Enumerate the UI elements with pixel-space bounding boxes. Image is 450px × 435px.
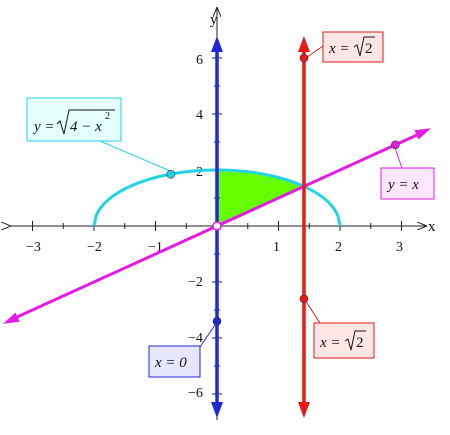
semicircle-label-radicand: 4 − x: [70, 119, 102, 135]
y-tick-label: 2: [196, 165, 203, 180]
line-yx-label-box: y = x: [380, 167, 435, 200]
marked-point: [299, 53, 309, 63]
vline-top-label-radicand: 2: [365, 41, 373, 57]
x-tick-label: −2: [87, 240, 102, 255]
x-tick-label: 2: [335, 240, 342, 255]
marked-point: [391, 140, 400, 150]
y-tick-label: −2: [188, 275, 203, 290]
line-y-equals-x-arrow-end: [414, 128, 432, 140]
x-tick-label: 1: [273, 240, 280, 255]
marked-point: [212, 221, 222, 231]
semicircle-label-box: y = 4 − x 2: [26, 97, 122, 142]
marked-point: [212, 316, 222, 326]
axis-x0-label: x = 0: [154, 355, 187, 371]
line-y-equals-x-arrow-start: [2, 312, 20, 324]
vline-bottom-label-lhs: x =: [319, 335, 341, 351]
radical-sign-icon: [353, 36, 375, 57]
semicircle-label-lhs: y =: [32, 119, 55, 135]
line-x-equals-0-arrow-top: [211, 36, 223, 52]
axis-x0-label-leader: [199, 321, 218, 348]
y-tick-label: 6: [196, 53, 203, 68]
marked-point: [166, 169, 176, 179]
semicircle-label-leader: [99, 140, 176, 174]
shaded-region: [216, 169, 305, 227]
line-x-equals-0-arrow-bottom: [211, 402, 223, 418]
marked-point: [299, 294, 309, 304]
x-axis-label: x: [428, 219, 436, 235]
marked-points: [166, 53, 400, 326]
semicircle-label-exponent: 2: [105, 111, 110, 122]
line-x-equals-sqrt2-arrow-bottom: [297, 402, 310, 418]
axis-x0-label-box: x = 0: [148, 345, 201, 378]
radical-sign-icon: [344, 330, 366, 351]
vline-top-label-lhs: x =: [328, 41, 350, 57]
vline-bottom-label-box: x = 2: [313, 322, 375, 359]
line-x-equals-sqrt2-arrow-top: [297, 36, 310, 52]
y-tick-label: −6: [188, 386, 203, 401]
line-yx-label: y = x: [386, 177, 419, 193]
x-tick-label: −3: [26, 240, 41, 255]
vline-bottom-label-radicand: 2: [356, 335, 364, 351]
vline-top-label-box: x = 2: [322, 31, 384, 63]
y-tick-label: 4: [196, 108, 203, 123]
y-axis-label: y: [210, 12, 218, 28]
y-tick-label: −4: [188, 331, 203, 346]
radical-sign-icon: [56, 109, 115, 135]
x-tick-label: 3: [396, 240, 403, 255]
